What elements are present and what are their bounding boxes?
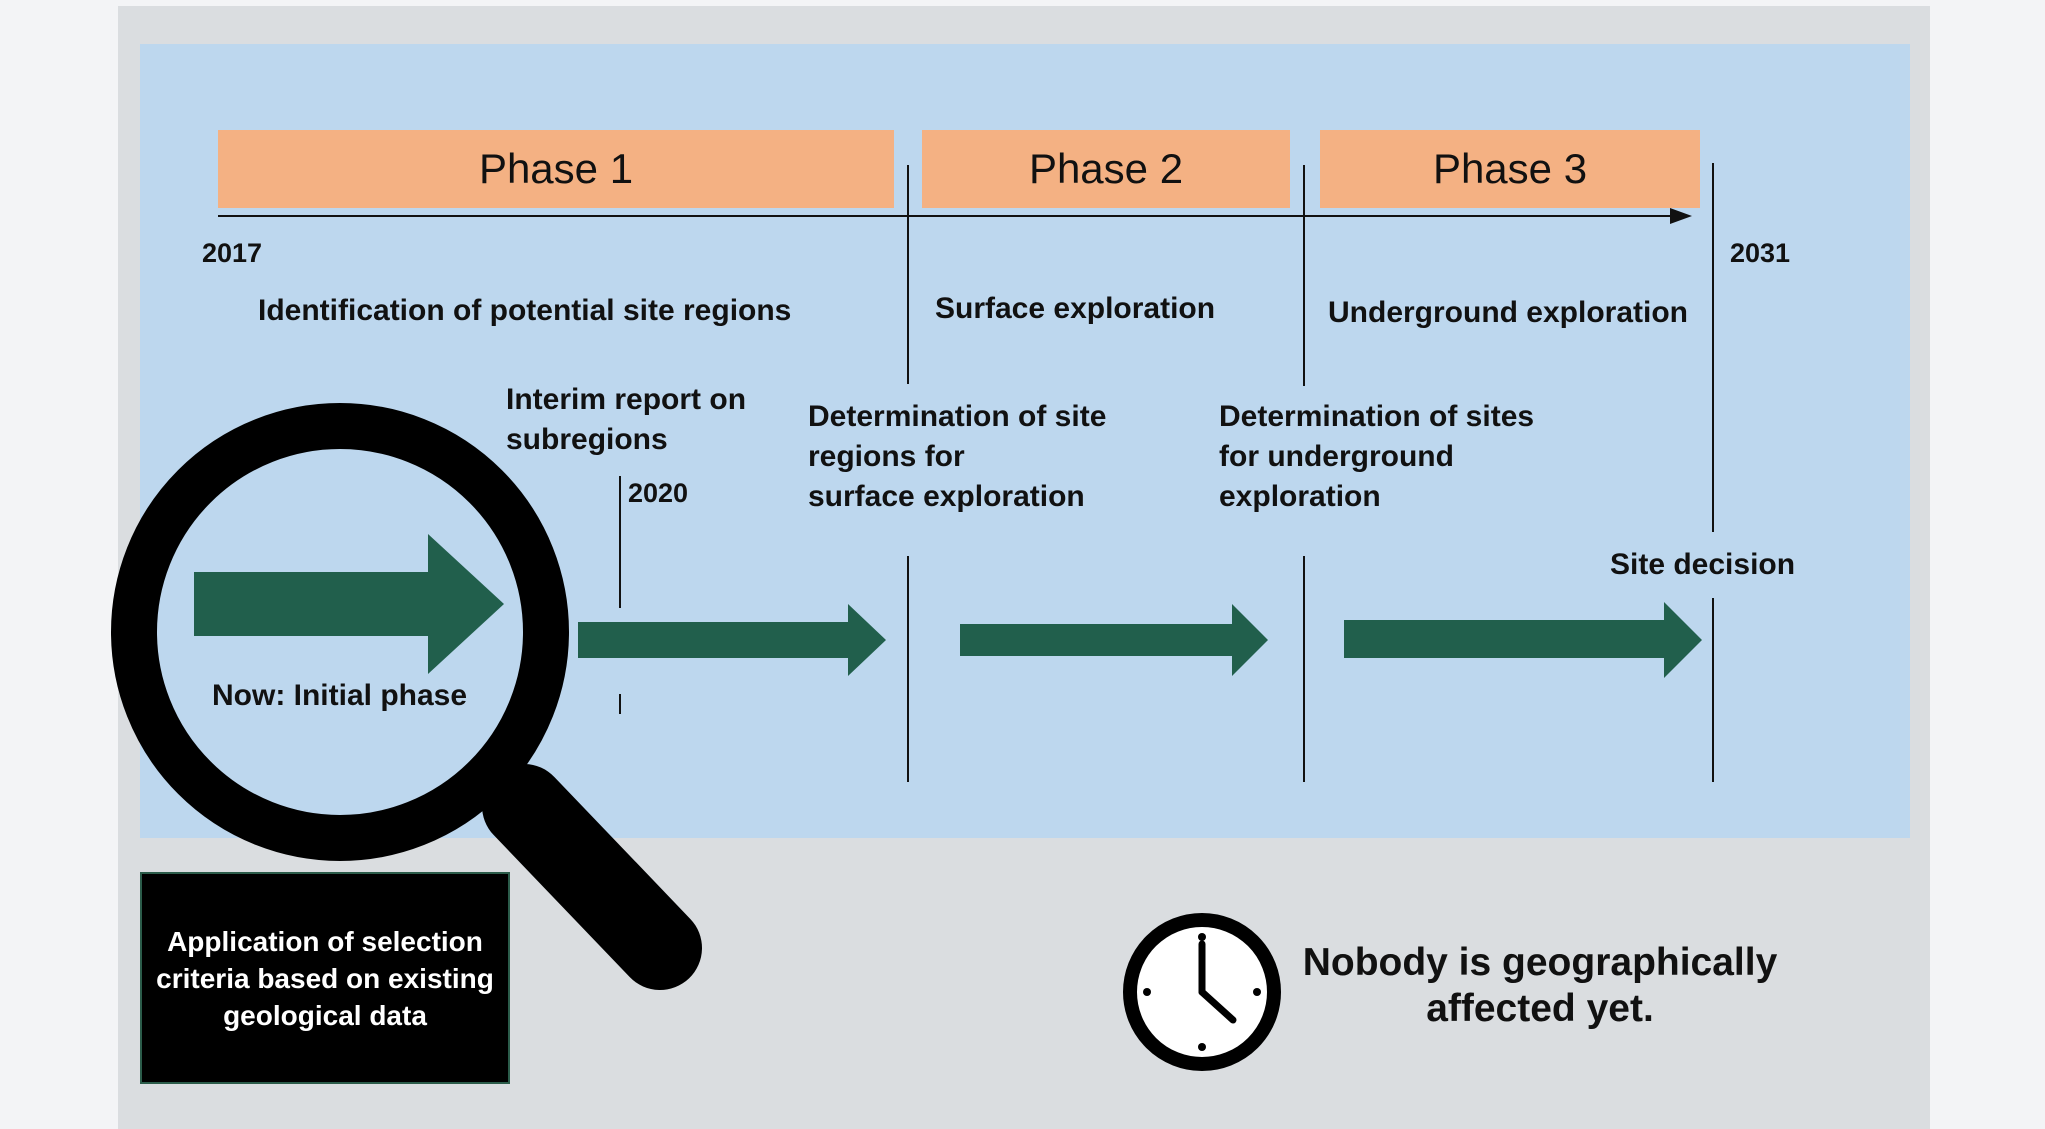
phase-2-box: Phase 2 (922, 130, 1290, 208)
milestone-site-regions-line2: regions for (808, 440, 965, 473)
milestone-sites-underground-line3: exploration (1219, 480, 1381, 513)
milestone-sites-underground: Determination of sites for underground e… (1219, 397, 1534, 517)
arrow-right-icon (578, 604, 886, 676)
milestone-sites-underground-line1: Determination of sites (1219, 400, 1535, 433)
selection-criteria-box: Application of selection criteria based … (140, 872, 510, 1084)
phase-1-description: Identification of potential site regions (258, 294, 792, 327)
arrow-right-icon (1344, 602, 1702, 678)
phase-1-box: Phase 1 (218, 130, 894, 208)
selection-criteria-line3: geological data (223, 999, 427, 1031)
arrow-right-icon (960, 604, 1268, 676)
milestone-interim-report: Interim report on subregions (506, 380, 746, 460)
year-interim: 2020 (628, 478, 689, 508)
timeline-axis-arrowhead (1670, 208, 1692, 224)
phase-2-label: Phase 2 (1028, 145, 1184, 192)
clock-icon (1123, 913, 1281, 1071)
affected-note-line2: affected yet. (1426, 987, 1654, 1030)
milestone-site-regions-line1: Determination of site (808, 400, 1107, 433)
current-phase-label: Now: Initial phase (212, 679, 468, 712)
year-end: 2031 (1730, 238, 1791, 268)
year-start: 2017 (202, 238, 263, 268)
phase-1-label: Phase 1 (478, 145, 634, 192)
milestone-site-regions: Determination of site regions for surfac… (808, 397, 1106, 517)
phase-3-description: Underground exploration (1328, 296, 1688, 329)
milestone-site-decision: Site decision (1610, 548, 1796, 581)
milestone-sites-underground-line2: for underground (1219, 440, 1454, 473)
milestone-site-regions-line3: surface exploration (808, 480, 1085, 513)
affected-note: Nobody is geographically affected yet. (1290, 940, 1790, 1032)
phase-3-label: Phase 3 (1432, 145, 1588, 192)
phase-2-description: Surface exploration (935, 292, 1216, 325)
milestone-interim-report-line2: subregions (506, 423, 668, 456)
current-phase-arrow-icon (194, 534, 504, 674)
selection-criteria-line2: criteria based on existing (156, 962, 494, 994)
affected-note-line1: Nobody is geographically (1302, 941, 1778, 984)
magnifying-glass-icon (111, 403, 702, 990)
selection-criteria-line1: Application of selection (167, 925, 483, 957)
phase-3-box: Phase 3 (1320, 130, 1700, 208)
milestone-interim-report-line1: Interim report on (506, 383, 747, 416)
